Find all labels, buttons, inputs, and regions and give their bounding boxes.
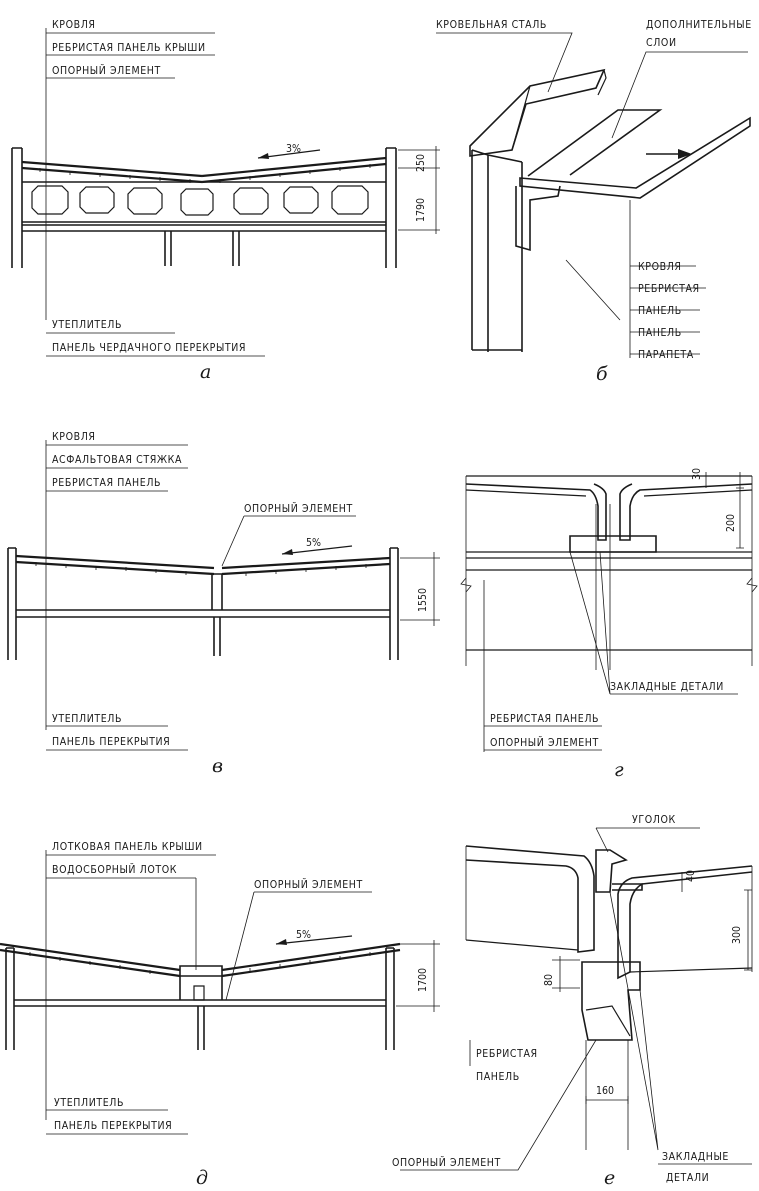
attic-floor-slab (22, 224, 386, 232)
ribbed-panel-left-e (465, 845, 595, 953)
support-element-e (581, 961, 641, 1041)
label-support-element-g: ОПОРНЫЙ ЭЛЕМЕНТ (490, 736, 599, 749)
ribbed-panel-right-e (617, 865, 753, 980)
label-support-element-e: ОПОРНЫЙ ЭЛЕМЕНТ (392, 1156, 501, 1169)
label-support-element-d: ОПОРНЫЙ ЭЛЕМЕНТ (254, 878, 363, 891)
label-roofing-steel: КРОВЕЛЬНАЯ СТАЛЬ (436, 19, 547, 31)
dim-300: 300 (731, 926, 743, 944)
label-roofing-b: КРОВЛЯ (638, 261, 682, 273)
dim-1790: 1790 (415, 198, 427, 222)
slope-value: 3% (286, 143, 301, 155)
label-ribbed-e: РЕБРИСТАЯ (476, 1048, 538, 1060)
label-ribbed-panel-g: РЕБРИСТАЯ ПАНЕЛЬ (490, 713, 599, 725)
dim-250: 250 (415, 154, 427, 172)
label-additional: ДОПОЛНИТЕЛЬНЫЕ (646, 19, 752, 31)
right-wall (385, 147, 397, 268)
roof-panel-left (21, 160, 203, 184)
floor-slab-v (16, 609, 390, 618)
label-insulation-d: УТЕПЛИТЕЛЬ (54, 1097, 124, 1109)
panel-rib (515, 185, 561, 252)
label-gutter: ВОДОСБОРНЫЙ ЛОТОК (52, 863, 177, 876)
label-floor-panel-d: ПАНЕЛЬ ПЕРЕКРЫТИЯ (54, 1120, 172, 1132)
tray-panel-right (221, 942, 401, 978)
dim-30: 30 (691, 468, 703, 480)
label-asphalt-screed: АСФАЛЬТОВАЯ СТЯЖКА (52, 454, 182, 466)
label-ribbed: РЕБРИСТАЯ (638, 283, 700, 295)
roofing-steel-cap (469, 68, 606, 157)
caption-b: б (596, 363, 608, 385)
label-layers: СЛОИ (646, 37, 677, 49)
label-angle: УГОЛОК (632, 814, 676, 826)
panel-g: 30 200 ЗАКЛАДНЫЕ ДЕТАЛИ РЕБРИСТАЯ ПАНЕЛЬ… (460, 468, 758, 781)
slope-value-d: 5% (296, 929, 311, 941)
label-parts-e: ДЕТАЛИ (666, 1172, 709, 1184)
ribbed-panel-left-g (465, 483, 607, 541)
panel-v: КРОВЛЯ АСФАЛЬТОВАЯ СТЯЖКА РЕБРИСТАЯ ПАНЕ… (7, 431, 440, 777)
label-embedded-e: ЗАКЛАДНЫЕ (662, 1151, 729, 1163)
panel-d: ЛОТКОВАЯ ПАНЕЛЬ КРЫШИ ВОДОСБОРНЫЙ ЛОТОК … (0, 841, 440, 1189)
label-panel: ПАНЕЛЬ (638, 305, 682, 317)
label-panel-2: ПАНЕЛЬ (638, 327, 682, 339)
label-ribbed-panel: РЕБРИСТАЯ ПАНЕЛЬ (52, 477, 161, 489)
left-wall-v (7, 547, 17, 660)
roof-panel-left-v (15, 554, 215, 576)
support-element-g (466, 569, 752, 651)
parapet-panel (471, 149, 523, 352)
caption-g: г (614, 759, 624, 781)
slope-value-v: 5% (306, 537, 321, 549)
label-embedded-parts: ЗАКЛАДНЫЕ ДЕТАЛИ (610, 681, 724, 693)
hollow-voids (31, 185, 369, 216)
label-ribbed-roof-panel: РЕБРИСТАЯ ПАНЕЛЬ КРЫШИ (52, 42, 206, 54)
slope-arrow-d (275, 935, 353, 945)
label-roofing: КРОВЛЯ (52, 19, 96, 31)
label-tray-roof-panel: ЛОТКОВАЯ ПАНЕЛЬ КРЫШИ (52, 841, 203, 853)
panel-e: УГОЛОК 40 300 80 160 РЕБРИСТАЯ ПАНЕЛЬ ОП… (392, 814, 753, 1189)
slope-arrow-v (281, 545, 353, 555)
support-element-d (179, 976, 223, 1000)
hollow-support-panel (22, 181, 386, 223)
dim-160: 160 (596, 1085, 614, 1097)
right-wall-v (389, 547, 399, 660)
label-parapet: ПАРАПЕТА (638, 349, 694, 361)
left-wall-d (5, 947, 15, 1050)
label-roofing-v: КРОВЛЯ (52, 431, 96, 443)
panel-a: КРОВЛЯ РЕБРИСТАЯ ПАНЕЛЬ КРЫШИ ОПОРНЫЙ ЭЛ… (11, 19, 440, 383)
dimension-lines (398, 146, 440, 234)
label-insulation-v: УТЕПЛИТЕЛЬ (52, 713, 122, 725)
tray-panel-left (0, 942, 181, 978)
caption-d: д (196, 1167, 208, 1189)
left-wall (11, 147, 23, 268)
label-panel-e: ПАНЕЛЬ (476, 1071, 520, 1083)
caption-e: е (604, 1167, 615, 1189)
panel-b: КРОВЕЛЬНАЯ СТАЛЬ ДОПОЛНИТЕЛЬНЫЕ СЛОИ КРО… (436, 19, 752, 385)
dim-1700: 1700 (417, 968, 429, 992)
dim-200: 200 (725, 514, 737, 532)
dim-40: 40 (685, 870, 697, 882)
caption-v: в (212, 755, 223, 777)
label-support-element-v: ОПОРНЫЙ ЭЛЕМЕНТ (244, 502, 353, 515)
angle-bracket (595, 849, 628, 893)
support-element-v (211, 573, 223, 610)
right-wall-d (385, 947, 395, 1050)
dim-80: 80 (543, 974, 555, 986)
label-support-element: ОПОРНЫЙ ЭЛЕМЕНТ (52, 64, 161, 77)
floor-slab-d (14, 999, 386, 1007)
label-attic-floor-panel: ПАНЕЛЬ ЧЕРДАЧНОГО ПЕРЕКРЫТИЯ (52, 342, 246, 354)
ribbed-panel-right-g (619, 483, 753, 541)
dim-1550: 1550 (417, 588, 429, 612)
label-insulation: УТЕПЛИТЕЛЬ (52, 319, 122, 331)
caption-a: а (200, 361, 211, 383)
ribbed-roof-panel (519, 116, 751, 199)
support-block-g (569, 535, 657, 553)
roof-panel-right (201, 156, 387, 184)
gutter-tray (179, 965, 223, 977)
label-floor-panel-v: ПАНЕЛЬ ПЕРЕКРЫТИЯ (52, 736, 170, 748)
interior-columns (164, 231, 240, 266)
